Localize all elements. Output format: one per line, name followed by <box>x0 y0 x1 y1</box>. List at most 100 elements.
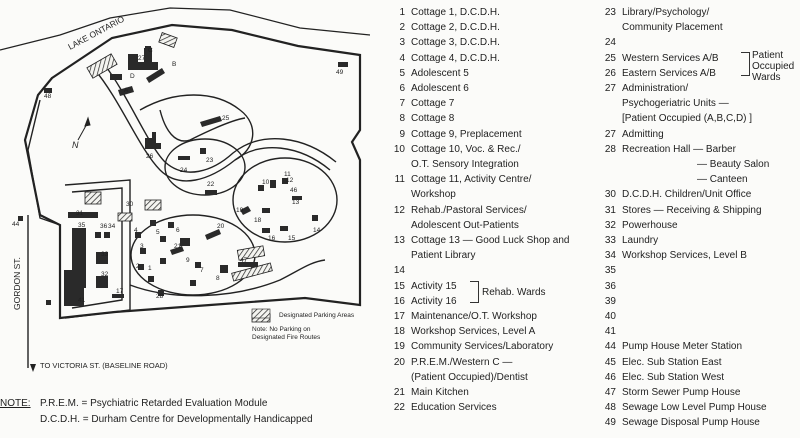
legend-text: Storm Sewer Pump House <box>622 387 741 399</box>
building-number-label: 46 <box>290 187 298 194</box>
legend-col1-item: 4 Cottage 4, D.C.D.H. <box>386 51 569 66</box>
legend-text: Recreation Hall — Barber <box>622 143 736 155</box>
legend-number: 27 <box>604 128 616 140</box>
legend-number: 33 <box>604 235 616 247</box>
legend-number: 39 <box>604 295 616 307</box>
legend-col2-item: Psychogeriatric Units — <box>597 96 769 111</box>
legend-col2-item: Community Placement <box>597 20 769 35</box>
legend-col1-item: 6 Adolescent 6 <box>386 81 569 96</box>
street-label: GORDON ST. <box>12 257 22 310</box>
building-number-label: 4 <box>134 227 138 234</box>
legend-number <box>597 172 616 187</box>
patient-wards-line2: Occupied <box>752 61 795 72</box>
legend-col2-item: 34 Workshop Services, Level B <box>597 248 769 263</box>
legend-col1-item: Adolescent Out-Patients <box>386 218 569 233</box>
legend-number: 4 <box>399 52 405 64</box>
legend-number: 6 <box>399 83 405 95</box>
legend-text: Patient Library <box>411 250 476 262</box>
site-map: N LAKE ONTARIO GORDON ST. TO VICTORIA ST… <box>0 7 371 372</box>
building-number-label: 28 <box>156 293 164 300</box>
legend-text: Workshop <box>411 189 456 201</box>
legend-text: Adolescent 5 <box>411 67 469 79</box>
building-number-label: 15 <box>288 235 296 242</box>
building-number-label: 10 <box>262 179 270 186</box>
north-label: N <box>72 140 79 150</box>
building-number-label: A <box>124 87 129 94</box>
building-number-label: 35 <box>78 222 86 229</box>
rehab-wards-label: Rehab. Wards <box>482 287 546 298</box>
legend-text: Rehab./Pastoral Services/ <box>411 204 527 216</box>
building-number-label: 17 <box>116 288 124 295</box>
legend-number: 34 <box>604 250 616 262</box>
building-number-label: 9 <box>186 257 190 264</box>
legend-number: 44 <box>604 341 616 353</box>
legend-number: 27 <box>604 83 616 95</box>
legend-text: Powerhouse <box>622 219 678 231</box>
building-number-label: D <box>130 73 135 80</box>
legend-number: 46 <box>604 371 616 383</box>
patient-wards-label: Patient Occupied Wards <box>752 50 794 83</box>
legend-col2-item: 41 <box>597 324 769 339</box>
legend-number: 49 <box>604 417 616 429</box>
legend-col2-item: 36 <box>597 279 769 294</box>
parking-legend-swatch <box>251 308 271 319</box>
legend-text: Cottage 11, Activity Centre/ <box>411 174 532 186</box>
building-number-label: 47 <box>240 257 248 264</box>
legend-number: 28 <box>604 143 616 155</box>
legend-text: Cottage 13 — Good Luck Shop and <box>411 235 570 247</box>
legend-text: Main Kitchen <box>411 387 469 399</box>
legend-col1-item: 19 Community Services/Laboratory <box>386 339 569 354</box>
legend-text: (Patient Occupied)/Dentist <box>411 371 528 383</box>
building-number-label: 12 <box>286 177 294 184</box>
legend-text: Activity 15 <box>411 280 457 292</box>
legend-text: Cottage 9, Preplacement <box>411 128 522 140</box>
note-label: NOTE: <box>0 398 31 409</box>
legend-number <box>386 248 405 263</box>
legend-text: Elec. Sub Station West <box>622 371 725 383</box>
legend-col2-item: 32 Powerhouse <box>597 218 769 233</box>
rehab-wards-bracket <box>470 281 479 303</box>
legend-text: Cottage 10, Voc. & Rec./ <box>411 143 521 155</box>
legend-text: Elec. Sub Station East <box>622 356 722 368</box>
legend-text: Laundry <box>622 235 659 247</box>
legend-number: 14 <box>393 265 405 277</box>
legend-text: Western Services A/B <box>622 52 719 64</box>
legend-number: 19 <box>393 341 405 353</box>
legend-text: Workshop Services, Level B <box>622 250 747 262</box>
legend-number: 2 <box>399 22 405 34</box>
building-number-label: 27 <box>138 55 146 62</box>
legend-text: Community Services/Laboratory <box>411 341 554 353</box>
patient-wards-line1: Patient <box>752 50 784 61</box>
legend-number: 30 <box>604 189 616 201</box>
legend-number: 32 <box>604 219 616 231</box>
building-number-label: 14 <box>313 227 321 234</box>
building-number-label: 33 <box>101 251 109 258</box>
legend-text: Stores — Receiving & Shipping <box>622 204 762 216</box>
building-number-label: 2 <box>136 263 140 270</box>
legend-text: — Beauty Salon <box>697 159 770 171</box>
legend-col1-item: O.T. Sensory Integration <box>386 157 569 172</box>
building-number-label: 32 <box>101 271 109 278</box>
legend-number: 26 <box>604 67 616 79</box>
legend-number: 17 <box>393 311 405 323</box>
legend-text: Admitting <box>622 128 664 140</box>
direction-label: TO VICTORIA ST. (BASELINE ROAD) <box>40 361 168 370</box>
legend-text: Cottage 4, D.C.D.H. <box>411 52 500 64</box>
legend-text: Sewage Disposal Pump House <box>622 417 760 429</box>
building-number-label: 13 <box>292 199 300 206</box>
building-number-label: 25 <box>222 115 230 122</box>
building-number-label: 49 <box>336 69 344 76</box>
legend-text: Adolescent 6 <box>411 83 469 95</box>
